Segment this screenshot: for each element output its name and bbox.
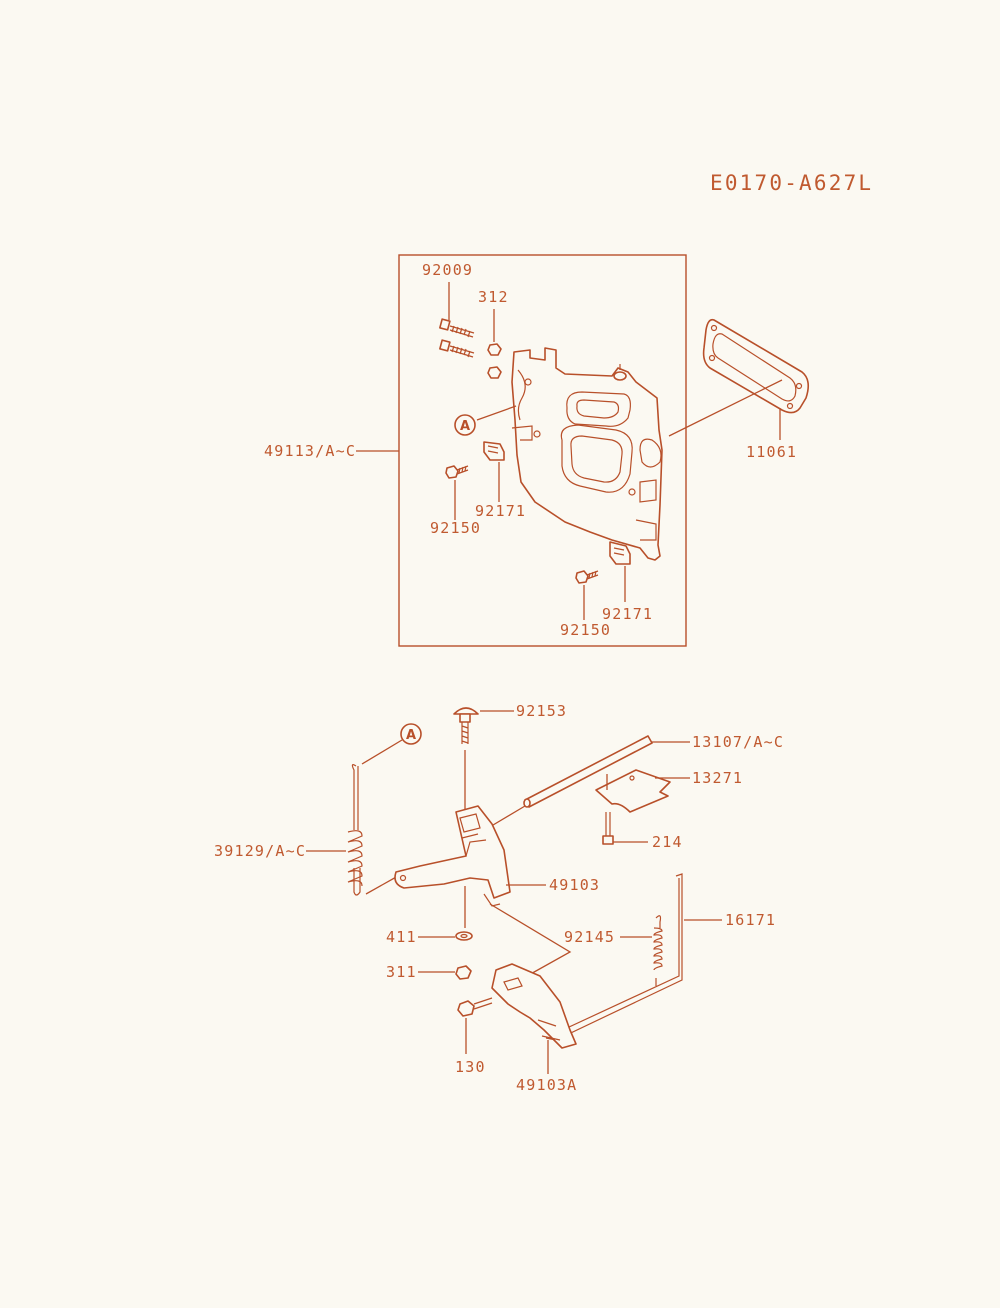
label-92153[interactable]: 92153 [516, 702, 567, 720]
clip-92171-a [483, 441, 505, 461]
label-13271[interactable]: 13271 [692, 769, 743, 787]
ref-marker-a-bottom: A [400, 723, 422, 745]
label-312[interactable]: 312 [478, 288, 509, 306]
screw-92150-a [445, 465, 469, 479]
label-16171[interactable]: 16171 [725, 911, 776, 929]
ref-marker-a-top: A [454, 414, 476, 436]
label-49103a[interactable]: 49103A [516, 1076, 577, 1094]
screw-214 [602, 812, 614, 845]
label-411[interactable]: 411 [386, 928, 417, 946]
label-130[interactable]: 130 [455, 1058, 486, 1076]
label-311[interactable]: 311 [386, 963, 417, 981]
lever-49103 [394, 805, 511, 907]
label-49103[interactable]: 49103 [549, 876, 600, 894]
label-11061[interactable]: 11061 [746, 443, 797, 461]
label-49113[interactable]: 49113/A~C [264, 442, 356, 460]
nut-312 [487, 343, 502, 379]
screw-92150-b [575, 570, 599, 584]
bolt-92153 [453, 707, 479, 744]
bolt-92009-b [439, 339, 475, 358]
nut-311 [455, 965, 472, 980]
spring-92145 [653, 915, 663, 986]
bolt-92009-a [439, 318, 475, 338]
label-92150-a[interactable]: 92150 [430, 519, 481, 537]
label-39129[interactable]: 39129/A~C [214, 842, 306, 860]
gasket-11061 [702, 318, 810, 414]
clip-92171-b [609, 541, 631, 565]
label-92009[interactable]: 92009 [422, 261, 473, 279]
label-92145[interactable]: 92145 [564, 928, 615, 946]
label-13107[interactable]: 13107/A~C [692, 733, 784, 751]
svg-text:A: A [406, 728, 416, 743]
diagram-code: E0170-A627L [710, 171, 873, 195]
rod-spring-39129 [347, 764, 363, 896]
label-92150-b[interactable]: 92150 [560, 621, 611, 639]
label-92171-b[interactable]: 92171 [602, 605, 653, 623]
plate-13271 [595, 769, 671, 813]
bolt-130 [457, 997, 493, 1017]
lever-49103a [491, 963, 577, 1049]
label-214[interactable]: 214 [652, 833, 683, 851]
control-panel-plate [511, 347, 663, 561]
svg-text:A: A [460, 419, 470, 434]
label-92171-a[interactable]: 92171 [475, 502, 526, 520]
washer-411 [455, 931, 473, 941]
shaft-13107 [523, 735, 653, 808]
